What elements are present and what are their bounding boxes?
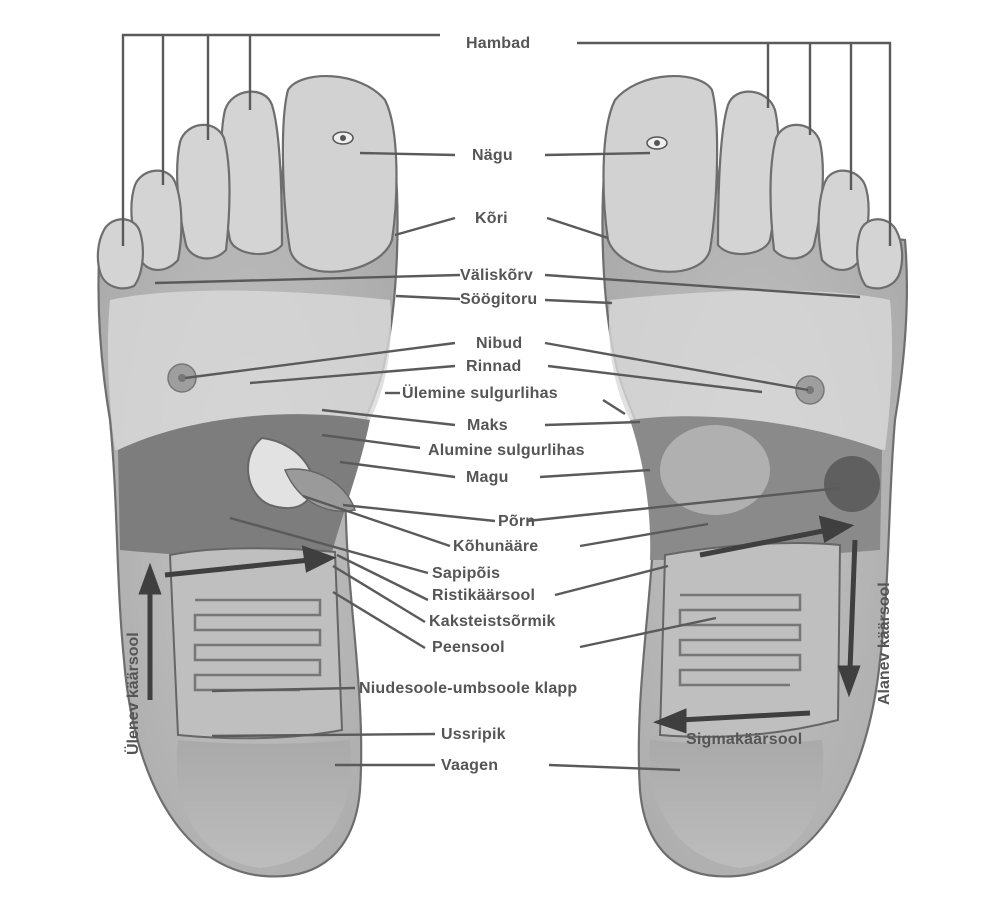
- label-hambad: Hambad: [466, 35, 530, 52]
- label-nagu: Nägu: [472, 147, 513, 164]
- right-toe-2: [718, 92, 779, 254]
- right-foot: [602, 76, 906, 876]
- left-toe-2: [221, 92, 282, 254]
- left-toe-5: [98, 219, 143, 288]
- left-colon: [170, 548, 342, 738]
- label-sapipois: Sapipõis: [432, 565, 500, 582]
- label-rinnad: Rinnad: [466, 358, 521, 375]
- label-soogitoru: Söögitoru: [460, 291, 537, 308]
- right-toe-5: [857, 219, 902, 288]
- label-ristikaarsool: Ristikäärsool: [432, 587, 535, 604]
- left-nipple-center-icon: [178, 374, 186, 382]
- label-kori: Kõri: [475, 210, 508, 227]
- right-spleen: [824, 456, 880, 512]
- right-face-pupil-icon: [654, 140, 660, 146]
- label-porn: Põrn: [498, 513, 535, 530]
- label-niudesoole-umbsoole-klapp: Niudesoole-umbsoole klapp: [359, 680, 577, 697]
- right-big-toe: [604, 76, 718, 272]
- right-toe-3: [771, 125, 823, 259]
- label-kaksteistsormik: Kaksteistsõrmik: [429, 613, 556, 630]
- label-ussripik: Ussripik: [441, 726, 506, 743]
- label-vaagen: Vaagen: [441, 757, 498, 774]
- label-alumine-sulgurlihas: Alumine sulgurlihas: [428, 442, 585, 459]
- label-alanev-kaarsool: Alanev käärsool: [876, 582, 893, 705]
- label-kohunaare: Kõhunääre: [453, 538, 538, 555]
- label-maks: Maks: [467, 417, 508, 434]
- label-nibud: Nibud: [476, 335, 522, 352]
- label-peensool: Peensool: [432, 639, 505, 656]
- label-ulemine-sulgurlihas: Ülemine sulgurlihas: [402, 383, 558, 402]
- left-face-pupil-icon: [340, 135, 346, 141]
- label-valiskorv: Väliskõrv: [460, 267, 533, 284]
- label-magu: Magu: [466, 469, 509, 486]
- left-big-toe: [283, 76, 397, 272]
- label-ulenev-kaarsool: Ülenev käärsool: [123, 632, 142, 755]
- left-foot: [98, 76, 398, 876]
- left-toe-3: [177, 125, 229, 259]
- label-sigmakaarsool: Sigmakäärsool: [686, 731, 802, 748]
